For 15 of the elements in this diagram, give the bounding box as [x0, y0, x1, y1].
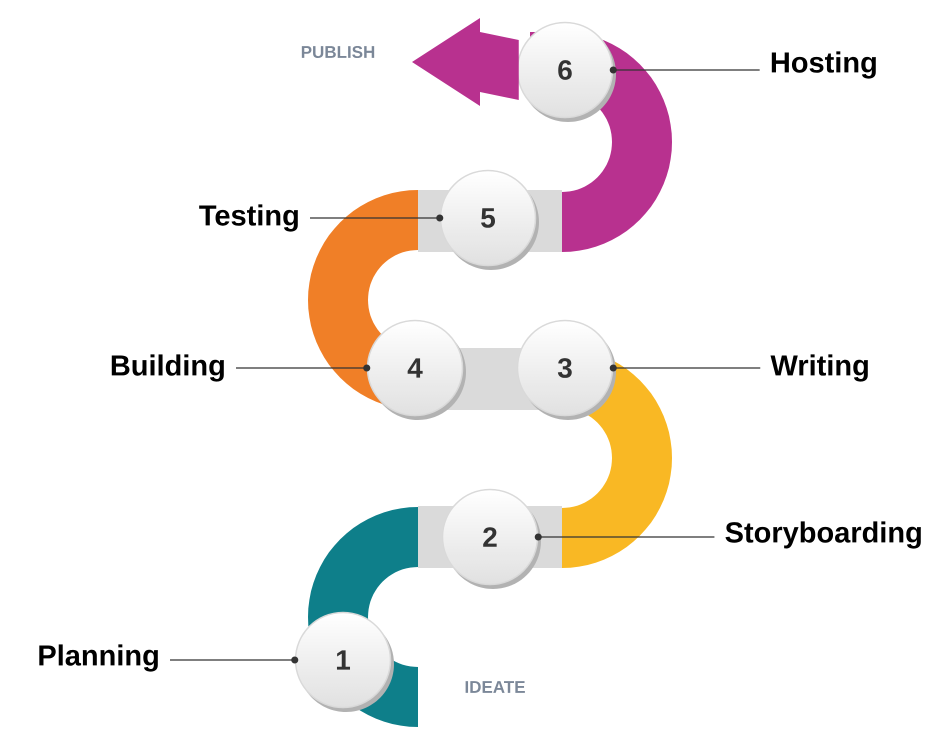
leader-line — [610, 364, 760, 372]
step-label: Planning — [39, 644, 158, 672]
leader-line — [310, 214, 444, 222]
leader-line — [170, 656, 298, 664]
stage-label: PUBLISH — [302, 46, 374, 58]
leader-line — [534, 534, 714, 540]
block-arrow — [412, 18, 519, 106]
step-label: Writing — [770, 354, 868, 382]
step-label: Building — [112, 354, 224, 382]
stage-label: IDEATE — [466, 681, 525, 693]
leader-line — [236, 364, 370, 372]
step-label: Testing — [199, 204, 298, 232]
step-label: Storyboarding — [725, 521, 921, 549]
leader-line — [610, 66, 760, 74]
step-label: Hosting — [772, 51, 876, 79]
